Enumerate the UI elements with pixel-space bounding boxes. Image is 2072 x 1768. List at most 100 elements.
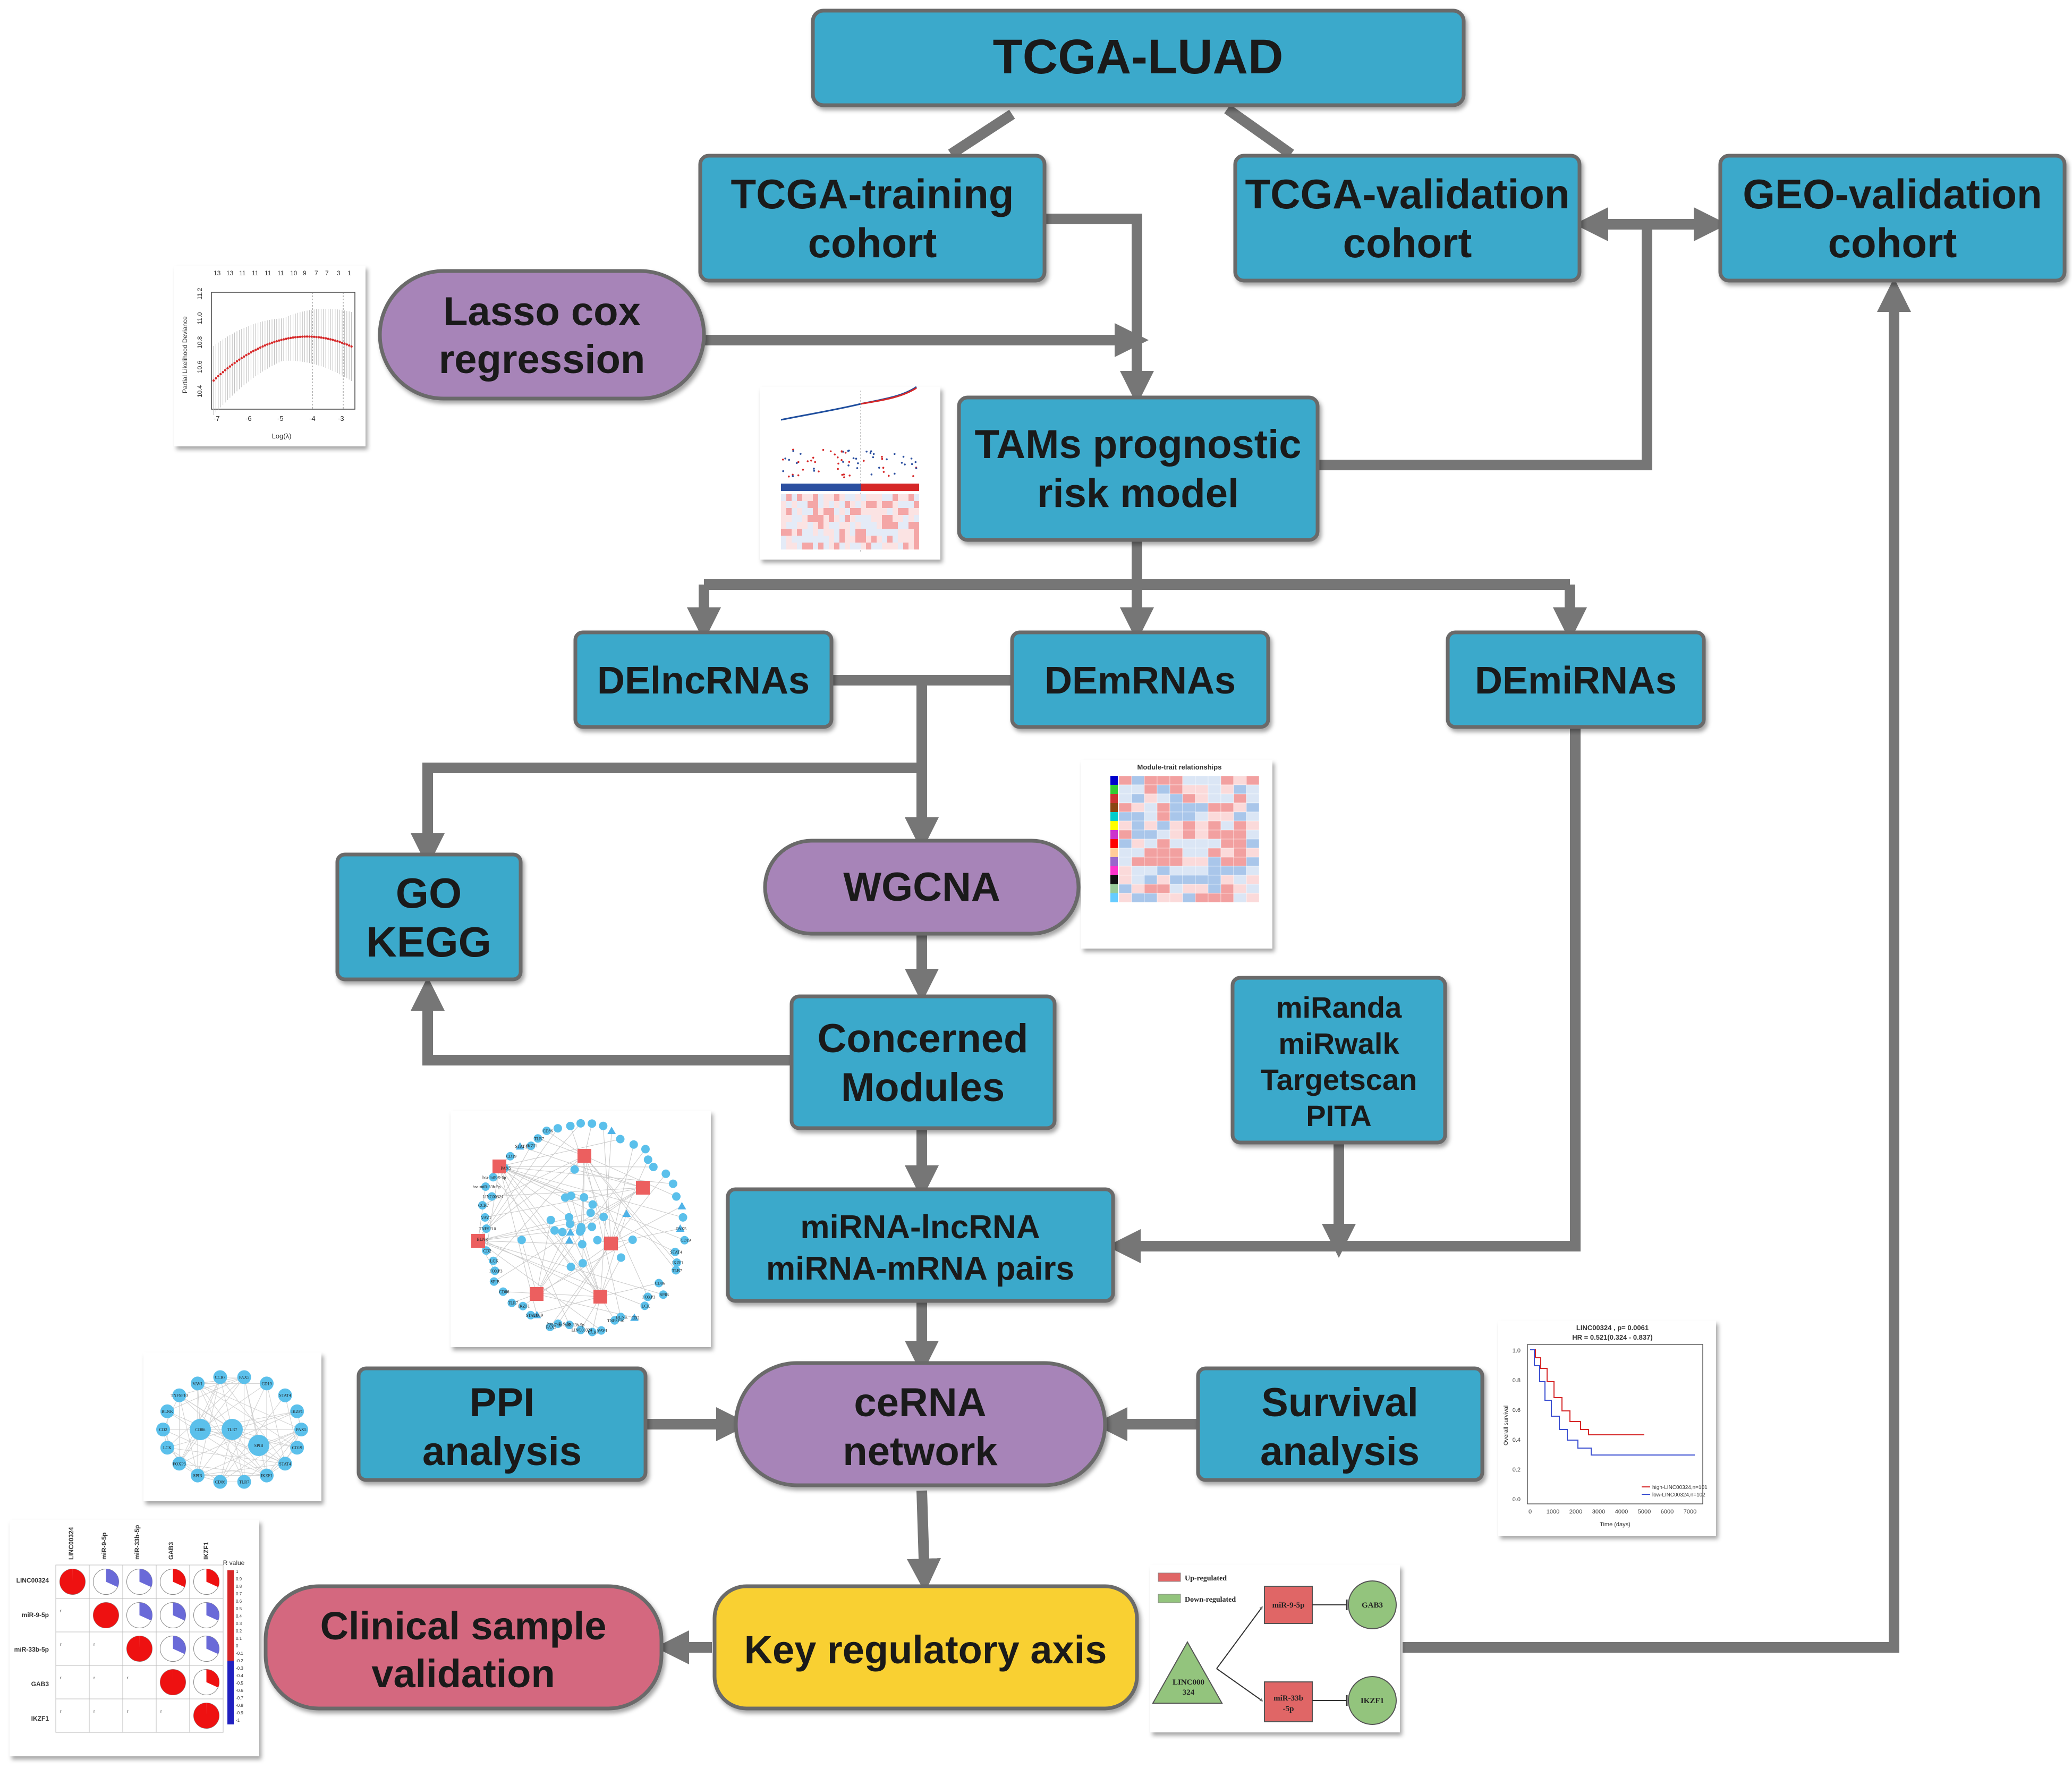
node-geo-validation: GEO-validation cohort bbox=[1718, 154, 2067, 283]
module-heat-cell bbox=[1169, 839, 1183, 849]
connector-luad-training bbox=[948, 109, 1015, 159]
svg-text:4000: 4000 bbox=[1615, 1509, 1628, 1515]
network-edge bbox=[530, 1296, 601, 1316]
lasso-point bbox=[325, 337, 327, 340]
node-concerned-modules: Concerned Modules bbox=[789, 994, 1057, 1130]
risk-heat-cell bbox=[818, 543, 823, 549]
lasso-point bbox=[317, 336, 320, 339]
module-heat-cell bbox=[1208, 775, 1221, 785]
demirnas-label: DEmiRNAs bbox=[1475, 659, 1677, 702]
risk-dot bbox=[796, 462, 798, 464]
svg-text:miR-33b-5p: miR-33b-5p bbox=[14, 1646, 49, 1653]
lasso-point bbox=[320, 336, 322, 339]
risk-heat-cell bbox=[898, 543, 903, 549]
module-heat-cell bbox=[1246, 875, 1260, 885]
ppi-edge bbox=[266, 1429, 302, 1476]
risk-dot bbox=[814, 461, 817, 463]
module-heat-cell bbox=[1208, 793, 1221, 803]
network-edge bbox=[581, 1155, 585, 1228]
risk-dot bbox=[842, 461, 844, 463]
corr-value: r bbox=[60, 1642, 62, 1647]
risk-heat-cell bbox=[823, 543, 829, 549]
network-node bbox=[616, 1253, 625, 1262]
ppi-edge bbox=[179, 1395, 267, 1476]
ppi-node bbox=[191, 1468, 205, 1483]
module-heat-cell bbox=[1169, 857, 1183, 867]
risk-dot bbox=[836, 456, 839, 459]
risk-heat-cell bbox=[861, 529, 866, 536]
risk-heat-cell bbox=[823, 494, 829, 501]
module-heat-cell bbox=[1144, 784, 1158, 794]
risk-heat-cell bbox=[839, 522, 845, 529]
ppi-node bbox=[237, 1370, 251, 1384]
ppi-node-label: BLNK bbox=[162, 1409, 173, 1414]
risk-heat-cell bbox=[893, 529, 898, 536]
risk-heat-cell bbox=[818, 508, 823, 515]
ppi-edge bbox=[179, 1377, 244, 1396]
tool-pita: PITA bbox=[1306, 1099, 1371, 1132]
network-node bbox=[533, 1134, 542, 1143]
network-edge bbox=[536, 1149, 646, 1295]
risk-heat-cell bbox=[908, 494, 914, 501]
risk-heat-cell bbox=[813, 501, 818, 508]
network-edge bbox=[486, 1155, 585, 1229]
module-heat-cell bbox=[1169, 802, 1183, 813]
svg-text:11.2: 11.2 bbox=[196, 287, 203, 300]
network-node bbox=[576, 1119, 585, 1128]
survival-legend-high: high-LINC00324,n=101 bbox=[1652, 1485, 1708, 1491]
module-heat-cell bbox=[1169, 820, 1183, 831]
module-heat-cell bbox=[1118, 820, 1132, 831]
risk-dot bbox=[870, 450, 872, 453]
module-heat-cell bbox=[1169, 811, 1183, 822]
risk-heat-cell bbox=[802, 508, 808, 515]
risk-heat-cell bbox=[818, 529, 823, 536]
lasso-point bbox=[226, 367, 229, 370]
lasso-point bbox=[296, 335, 299, 339]
ppi-node bbox=[222, 1419, 243, 1440]
lncrna-label-1: LINC000 bbox=[1173, 1678, 1204, 1687]
risk-dot bbox=[792, 475, 794, 477]
ppi-node bbox=[248, 1435, 269, 1456]
module-heat-cell bbox=[1233, 830, 1247, 840]
network-edge bbox=[562, 1187, 643, 1232]
risk-heat-cell bbox=[792, 522, 797, 529]
network-node bbox=[527, 1141, 536, 1151]
arrow-cerna-to-axis bbox=[907, 1490, 941, 1593]
risk-heat-cell bbox=[797, 494, 802, 501]
lasso-point bbox=[235, 360, 239, 363]
module-heat-cell bbox=[1182, 820, 1196, 831]
network-node-triangle bbox=[676, 1224, 685, 1232]
lasso-point bbox=[273, 341, 276, 343]
risk-heat-cell bbox=[914, 515, 919, 522]
module-heat-cell bbox=[1220, 830, 1234, 840]
risk-dot bbox=[782, 458, 784, 461]
module-heat-cell bbox=[1131, 811, 1145, 822]
node-tcga-validation: TCGA-validation cohort bbox=[1233, 154, 1582, 283]
ppi-node-label: TLR7 bbox=[227, 1427, 237, 1432]
corr-scale-label: R value bbox=[223, 1559, 245, 1567]
survival-line2: analysis bbox=[1260, 1429, 1420, 1474]
corr-pie bbox=[139, 1569, 152, 1587]
risk-heat-cell bbox=[903, 522, 908, 529]
lasso-point bbox=[334, 339, 336, 342]
ppi-node bbox=[260, 1468, 274, 1483]
network-node-label: FOXP3 bbox=[642, 1295, 655, 1299]
module-heat-cell bbox=[1220, 802, 1234, 813]
risk-heat-cell bbox=[786, 543, 792, 549]
risk-heat-cell bbox=[839, 501, 845, 508]
network-node-label: CD2 bbox=[483, 1248, 491, 1253]
risk-heat-cell bbox=[882, 515, 887, 522]
risk-heat-cell bbox=[829, 494, 834, 501]
network-node bbox=[672, 1266, 681, 1275]
network-node bbox=[599, 1212, 608, 1221]
network-edge bbox=[478, 1240, 645, 1306]
risk-heat-cell bbox=[786, 501, 792, 508]
network-node-label: hsa-miR-9-5p bbox=[482, 1175, 506, 1180]
ppi-node-label: STAT4 bbox=[279, 1461, 291, 1466]
network-hub bbox=[530, 1287, 544, 1301]
risk-dot bbox=[911, 463, 913, 466]
lasso-point bbox=[224, 369, 227, 371]
risk-heat-cell bbox=[887, 508, 893, 515]
module-heat-cell bbox=[1118, 893, 1132, 903]
ppi-edge bbox=[197, 1383, 298, 1448]
